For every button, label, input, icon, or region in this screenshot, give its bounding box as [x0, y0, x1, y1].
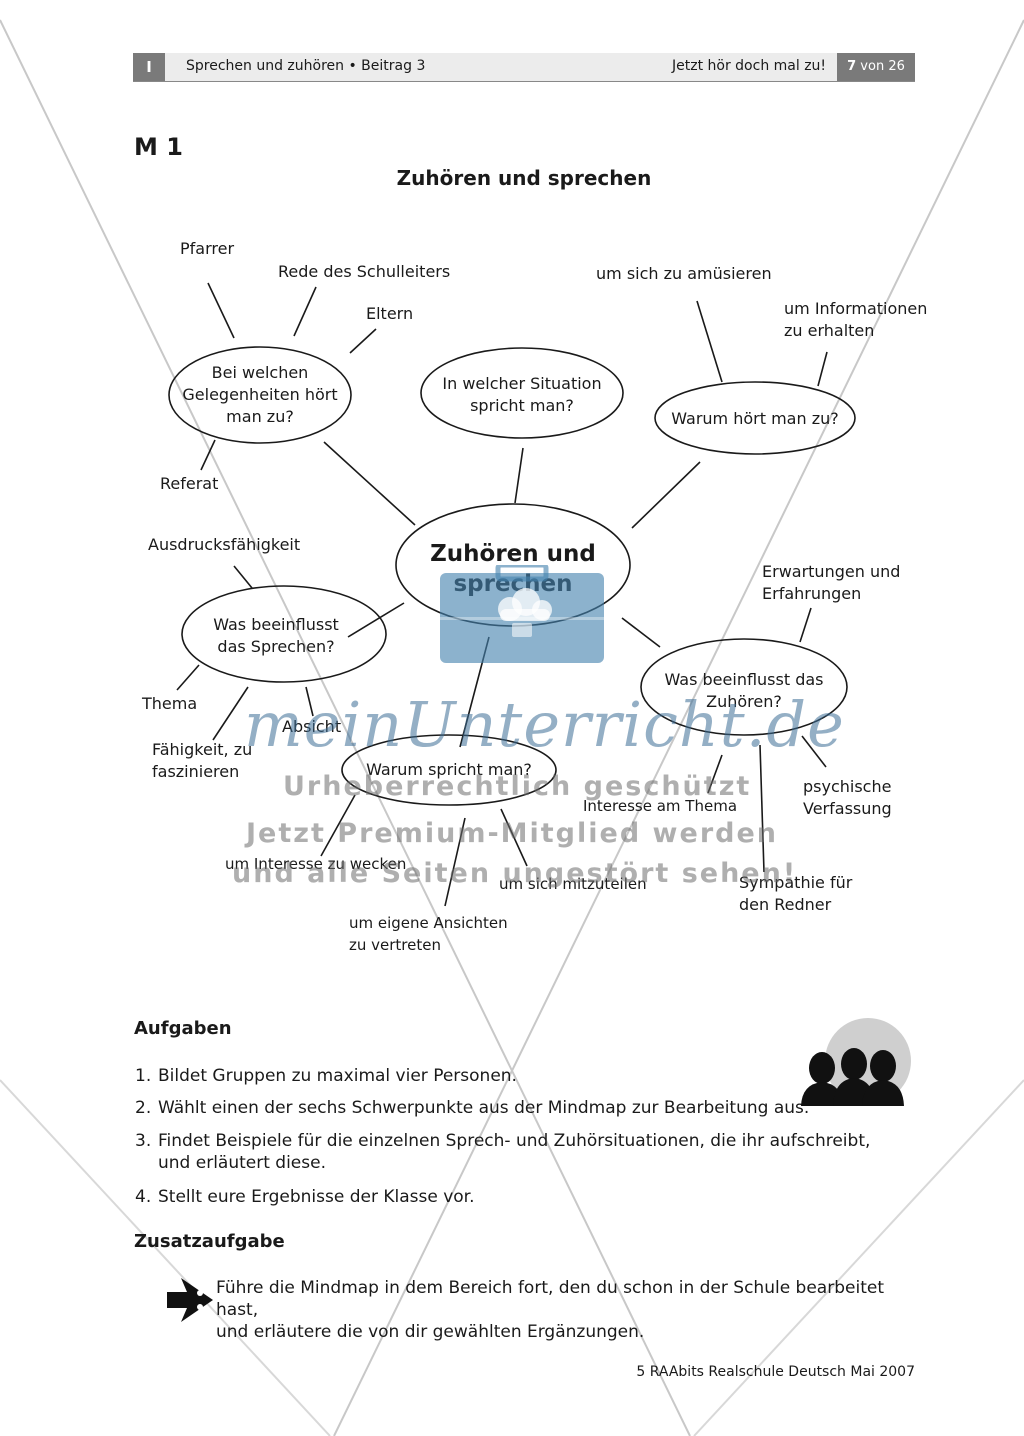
node-situation: In welcher Situation spricht man? — [422, 373, 622, 417]
material-label: M 1 — [134, 133, 183, 161]
label-faehigkeit-line2: faszinieren — [152, 762, 240, 781]
extra-task-line2: und erläutere die von dir gewählten Ergä… — [216, 1322, 645, 1342]
task-number: 1. — [135, 1066, 152, 1086]
pointing-arrow-icon — [167, 1278, 213, 1322]
node-influence-listening: Was beeinflusst das Zuhören? — [642, 669, 846, 713]
label-eltern: Eltern — [366, 304, 414, 323]
watermark-brand: meinUnterricht.de — [244, 688, 845, 761]
label-informationen: um Informationen zu erhalten — [784, 298, 927, 342]
page-footer: 5 RAAbits Realschule Deutsch Mai 2007 — [636, 1364, 915, 1380]
label-psychisch: psychische Verfassung — [803, 776, 892, 820]
node-why-speak: Warum spricht man? — [366, 760, 532, 779]
tasks-heading: Aufgaben — [134, 1018, 232, 1039]
task-item: 1. Bildet Gruppen zu maximal vier Persone… — [135, 1065, 835, 1087]
node-occasions: Bei welchen Gelegenheiten hört man zu? — [170, 362, 350, 428]
node-influence-speaking: Was beeinflusst das Sprechen? — [186, 614, 366, 658]
watermark-line-1: Urheberrechtlich geschützt — [283, 771, 752, 802]
header-unit-title: Jetzt hör doch mal zu! — [672, 58, 827, 74]
extra-task-line1: Führe die Mindmap in dem Bereich fort, d… — [216, 1278, 884, 1320]
label-ausdruck: Ausdrucksfähigkeit — [148, 535, 301, 554]
page-header — [133, 53, 915, 82]
task-text: Bildet Gruppen zu maximal vier Personen. — [158, 1066, 517, 1086]
task-item: 2. Wählt einen der sechs Schwerpunkte aus… — [135, 1097, 855, 1119]
label-interesse-thema: Interesse am Thema — [583, 797, 738, 815]
label-sympathie: Sympathie für den Redner — [739, 872, 852, 916]
label-psychisch-line1: psychische — [803, 777, 892, 796]
task-item: 3. Findet Beispiele für die einzelnen Spr… — [135, 1130, 895, 1174]
label-erwartungen: Erwartungen und Erfahrungen — [762, 561, 900, 605]
header-series-title: Sprechen und zuhören • Beitrag 3 — [186, 58, 426, 74]
label-ansichten: um eigene Ansichten zu vertreten — [349, 912, 508, 956]
node-occasions-line3: man zu? — [226, 407, 294, 426]
watermark-line-2: Jetzt Premium-Mitglied werden — [246, 818, 778, 849]
label-pfarrer: Pfarrer — [180, 239, 235, 258]
task-text: Findet Beispiele für die einzelnen Sprec… — [158, 1131, 871, 1151]
node-influence-speaking-line1: Was beeinflusst — [213, 615, 339, 634]
label-mitteilen: um sich mitzuteilen — [499, 875, 647, 893]
task-item: 4. Stellt eure Ergebnisse der Klasse vor. — [135, 1186, 835, 1208]
page-title: Zuhören und sprechen — [396, 166, 652, 190]
label-sympathie-line1: Sympathie für — [739, 873, 853, 892]
page-total: von 26 — [856, 59, 905, 74]
node-situation-line1: In welcher Situation — [442, 374, 602, 393]
watermark-line-3: und alle Seiten ungestört sehen! — [232, 858, 798, 889]
label-faehigkeit: Fähigkeit, zu faszinieren — [152, 739, 252, 783]
label-interesse-wecken: um Interesse zu wecken — [225, 855, 407, 873]
node-why-listen: Warum hört man zu? — [671, 409, 839, 428]
label-psychisch-line2: Verfassung — [803, 799, 892, 818]
task-text-continued: und erläutert diese. — [158, 1153, 326, 1173]
page-number: 7 von 26 — [837, 53, 915, 81]
node-influence-listening-line1: Was beeinflusst das — [664, 670, 824, 689]
task-number: 2. — [135, 1098, 152, 1118]
task-number: 3. — [135, 1131, 152, 1151]
label-informationen-line2: zu erhalten — [784, 321, 875, 340]
node-situation-line2: spricht man? — [470, 396, 574, 415]
label-ansichten-line1: um eigene Ansichten — [349, 914, 508, 932]
section-number: I — [133, 53, 165, 81]
task-text: Stellt eure Ergebnisse der Klasse vor. — [158, 1187, 475, 1207]
briefcase-cloud-icon — [440, 565, 604, 663]
node-influence-listening-line2: Zuhören? — [706, 692, 782, 711]
label-ansichten-line2: zu vertreten — [349, 936, 441, 954]
label-sympathie-line2: den Redner — [739, 895, 832, 914]
page-current: 7 — [847, 59, 857, 74]
label-informationen-line1: um Informationen — [784, 299, 928, 318]
label-amuesieren: um sich zu amüsieren — [596, 264, 772, 283]
label-thema: Thema — [142, 694, 198, 713]
label-absicht: Absicht — [282, 717, 342, 736]
label-referat: Referat — [160, 474, 219, 493]
node-center-line1: Zuhören und — [430, 541, 596, 567]
extra-task-text: Führe die Mindmap in dem Bereich fort, d… — [216, 1277, 916, 1343]
extra-task-heading: Zusatzaufgabe — [134, 1231, 285, 1252]
label-rede: Rede des Schulleiters — [278, 262, 451, 281]
label-erwartungen-line1: Erwartungen und — [762, 562, 901, 581]
group-of-people-icon — [801, 1018, 911, 1106]
node-occasions-line1: Bei welchen — [211, 363, 309, 382]
label-erwartungen-line2: Erfahrungen — [762, 584, 862, 603]
label-faehigkeit-line1: Fähigkeit, zu — [152, 740, 253, 759]
task-text: Wählt einen der sechs Schwerpunkte aus d… — [158, 1098, 810, 1118]
node-occasions-line2: Gelegenheiten hört — [182, 385, 338, 404]
task-number: 4. — [135, 1187, 152, 1207]
node-influence-speaking-line2: das Sprechen? — [217, 637, 335, 656]
